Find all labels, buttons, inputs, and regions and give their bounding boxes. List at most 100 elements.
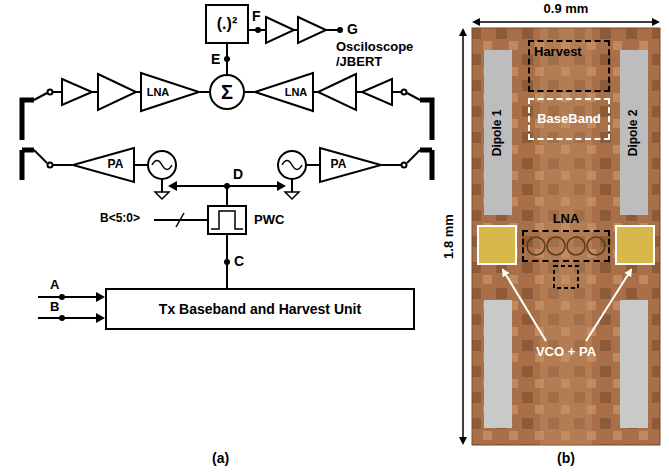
switch-lever — [34, 93, 47, 100]
dashed-block — [554, 266, 578, 288]
amplifier-symbol — [266, 17, 294, 43]
sine-symbol — [282, 161, 302, 170]
arrowhead — [472, 18, 480, 26]
node-dot — [224, 183, 230, 189]
oscillator-symbol — [148, 151, 176, 179]
baseband-block: BaseBand — [528, 98, 610, 140]
oscillator-symbol — [278, 151, 306, 179]
signal-wire — [226, 235, 228, 288]
input-wire — [38, 296, 97, 298]
arrowhead — [459, 28, 467, 36]
antenna-symbol — [22, 100, 34, 140]
instrument-label: Osciloscope /JBERT — [336, 40, 432, 70]
node-label: D — [233, 166, 243, 182]
node-dot — [255, 27, 261, 33]
pa-amplifier-shape — [320, 148, 381, 182]
antenna-symbol — [22, 150, 34, 180]
node-label: F — [252, 8, 261, 24]
node-dot — [59, 294, 65, 300]
dipole-arm — [484, 300, 512, 428]
summer-circle-shape — [210, 75, 244, 109]
node-text: PA — [331, 158, 347, 172]
inductor-coil — [527, 237, 545, 255]
pa-amplifier-outline — [72, 147, 135, 183]
inductor-coil — [567, 237, 585, 255]
squarer-box: (.)² — [205, 4, 249, 44]
switch-contact — [402, 163, 407, 168]
node-text: Harvest — [534, 45, 582, 60]
ground-symbol — [155, 192, 169, 199]
node-label: G — [347, 21, 358, 37]
wire — [52, 164, 72, 166]
vco-pa-block — [478, 226, 516, 264]
wire — [161, 179, 163, 192]
node-text: Dipole 1 — [491, 109, 505, 156]
node-dot — [59, 315, 65, 321]
node-text: BaseBand — [537, 112, 601, 127]
input-wire — [38, 317, 97, 319]
baseband-box: Tx Baseband and Harvest Unit — [105, 288, 415, 330]
switch-lever — [407, 93, 420, 100]
dimension-line — [462, 34, 464, 439]
panel-label: (b) — [557, 450, 575, 466]
vco-pa-block — [616, 226, 654, 264]
switch-lever — [407, 150, 420, 163]
bus-label: B<5:0> — [100, 212, 140, 226]
node-text: Tx Baseband and Harvest Unit — [159, 301, 361, 317]
switch-lever — [34, 150, 47, 163]
pa-amplifier: PA — [319, 147, 382, 183]
arrowhead — [277, 181, 286, 191]
wire — [291, 179, 293, 192]
callout-label: VCO + PA — [536, 345, 596, 360]
inductor-coil — [587, 237, 605, 255]
dimension-label: 1.8 mm — [442, 214, 457, 259]
harvest-block: Harvest — [528, 40, 610, 92]
wire — [306, 164, 319, 166]
node-text: LNA — [147, 86, 170, 99]
summer-circle: Σ — [209, 74, 245, 110]
pwc-box: PWC — [207, 205, 247, 235]
dipole-antenna: Dipole 2 — [620, 50, 648, 215]
node-text: LNA — [285, 86, 308, 99]
node-dot — [337, 27, 343, 33]
arrowhead — [96, 313, 105, 323]
dipole-arm — [620, 300, 648, 428]
dipole-antenna: Dipole 1 — [484, 50, 512, 215]
arrowhead — [652, 18, 660, 26]
node-text: PWC — [254, 213, 284, 228]
lna-amplifier-shape — [141, 73, 199, 111]
chip-photo — [472, 28, 660, 445]
leader-arrow — [503, 270, 546, 341]
panel-label: (a) — [212, 450, 229, 466]
leader-arrow — [586, 270, 631, 341]
node-text: Σ — [221, 81, 233, 104]
sine-symbol — [152, 161, 172, 170]
dimension-line — [478, 21, 654, 23]
wire — [136, 91, 140, 93]
input-label: B — [50, 300, 59, 315]
signal-wire — [226, 44, 228, 74]
pa-amplifier: PA — [72, 147, 135, 183]
antenna-symbol — [420, 150, 432, 180]
amplifier-symbol — [318, 74, 356, 110]
node-text: (.)² — [217, 15, 237, 33]
ground-symbol — [285, 192, 299, 199]
arrowhead — [96, 292, 105, 302]
switch-contact — [402, 90, 407, 95]
amplifier-symbol — [298, 17, 326, 43]
node-label: C — [234, 253, 244, 269]
input-label: A — [50, 278, 59, 293]
lna-amplifier: LNA — [140, 72, 200, 112]
node-text: Dipole 2 — [627, 109, 641, 156]
node-text: PA — [108, 158, 124, 172]
arrowhead — [168, 181, 177, 191]
switch-contact — [48, 163, 53, 168]
antenna-symbol — [420, 100, 432, 140]
node-label: E — [211, 51, 220, 67]
amplifier-symbol — [362, 79, 392, 105]
wire — [314, 91, 318, 93]
wire — [382, 164, 402, 166]
pulse-symbol — [211, 211, 243, 229]
